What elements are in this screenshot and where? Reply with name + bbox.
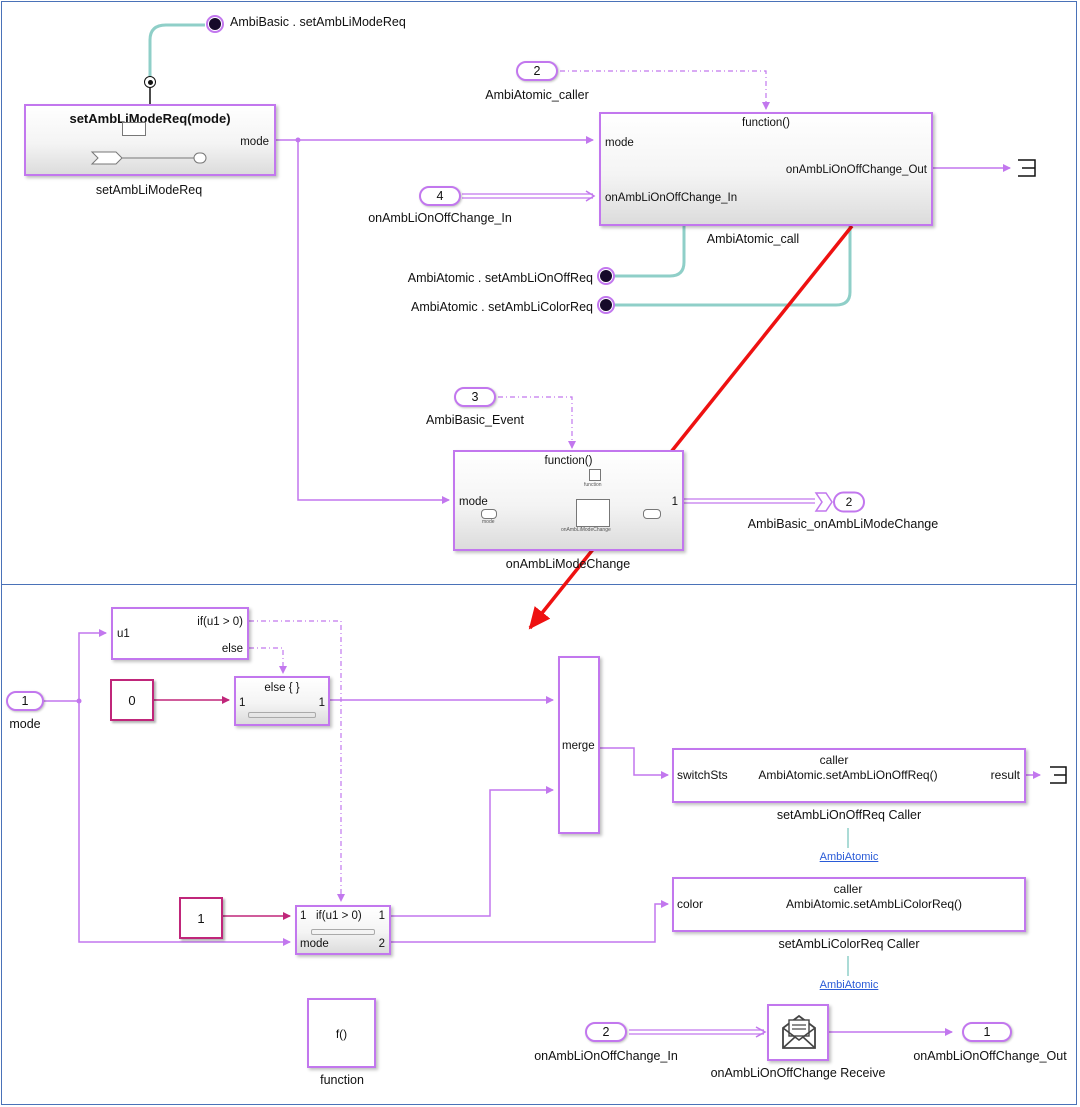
caller-onoff-title: caller <box>819 753 849 767</box>
merge-block[interactable]: merge <box>558 656 600 834</box>
caller-onoff-name: setAmbLiOnOffReq Caller <box>776 808 922 822</box>
server-port-icon <box>144 76 156 88</box>
constant-1[interactable]: 1 <box>179 897 223 939</box>
inner-outport-icon <box>643 509 661 519</box>
outport-onoff-label: onAmbLiOnOffChange_Out <box>913 1049 1067 1063</box>
function-block-text: f() <box>335 1027 348 1041</box>
atomic-port-out: onAmbLiOnOffChange_Out <box>785 164 927 176</box>
else-port-in: 1 <box>239 697 246 709</box>
function-signature: setAmbLiModeReq(mode) <box>69 111 231 126</box>
inner-block-label: onAmbLiModeChange <box>561 527 611 533</box>
inner-inport-label: mode <box>482 519 495 525</box>
caller-onoff-port-in: switchSts <box>677 768 728 782</box>
mode-change-subsystem-block[interactable]: function() mode 1 function mode onAmbLiM… <box>453 450 684 551</box>
terminator-icon-bottom <box>1050 766 1067 784</box>
if-sub-port-in1: 1 <box>300 910 307 922</box>
bottom-diagram-panel <box>1 584 1077 1105</box>
caller-color-block[interactable]: caller AmbiAtomic.setAmbLiColorReq() col… <box>672 877 1026 932</box>
conn-line-color <box>612 226 852 307</box>
red-annotation-arrow <box>528 224 854 630</box>
atomic-port-mode: mode <box>605 137 634 149</box>
atomic-title: function() <box>742 117 790 129</box>
terminator-icon-top <box>1018 159 1036 177</box>
mode-change-port-mode: mode <box>459 496 488 508</box>
if-sub-inner-line <box>311 929 375 935</box>
receive-block[interactable] <box>767 1004 829 1061</box>
receive-block-name: onAmbLiOnOffChange Receive <box>710 1066 886 1080</box>
if-action-subsystem[interactable]: if(u1 > 0) 1 mode 1 2 <box>295 905 391 955</box>
caller-color-port-in: color <box>677 897 704 911</box>
inner-trigger-label: function <box>584 482 602 488</box>
outport-onoff[interactable]: 1 <box>962 1022 1012 1042</box>
inport-onoff-bottom-label: onAmbLiOnOffChange_In <box>534 1049 678 1063</box>
port-label-mode: mode <box>240 136 269 148</box>
caller-color-link[interactable]: AmbiAtomic <box>819 979 879 991</box>
if-port-u1: u1 <box>117 628 130 640</box>
if-block[interactable]: u1 if(u1 > 0) else <box>111 607 249 660</box>
block-name-setAmbLiModeReq: setAmbLiModeReq <box>95 183 203 197</box>
caller-onoff-port-out: result <box>990 768 1020 782</box>
conn-line-modereq <box>148 23 205 79</box>
inner-inport-icon <box>481 509 497 519</box>
client-port-icon-modereq <box>198 11 228 37</box>
caller-onoff-fn: AmbiAtomic.setAmbLiOnOffReq() <box>758 768 938 782</box>
mode-change-port-out: 1 <box>671 496 678 508</box>
block-name-mode-change: onAmbLiModeChange <box>505 557 631 571</box>
conn-label-modereq: AmbiBasic . setAmbLiModeReq <box>230 15 406 29</box>
if-port-else: else <box>221 643 243 655</box>
atomic-subsystem-block[interactable]: function() mode onAmbLiOnOffChange_In on… <box>599 112 933 226</box>
inport-event-label: AmbiBasic_Event <box>426 413 524 427</box>
trigger-icon <box>122 122 146 136</box>
trigger-event <box>498 396 576 449</box>
caller-color-fn: AmbiAtomic.setAmbLiColorReq() <box>785 897 963 911</box>
caller-color-title: caller <box>833 882 863 896</box>
else-inner-line <box>248 712 316 718</box>
else-port-out: 1 <box>318 697 325 709</box>
inner-trigger-icon <box>589 469 601 481</box>
conn-label-color: AmbiAtomic . setAmbLiColorReq <box>410 300 593 314</box>
caller-onoff-block[interactable]: caller AmbiAtomic.setAmbLiOnOffReq() swi… <box>672 748 1026 803</box>
wire-mode-branch <box>297 140 450 504</box>
constant-0[interactable]: 0 <box>110 679 154 721</box>
inport-onoff[interactable]: 4 <box>419 186 461 206</box>
outport-mode-change-label: AmbiBasic_onAmbLiModeChange <box>747 517 939 531</box>
mode-change-title: function() <box>544 455 593 467</box>
atomic-port-in: onAmbLiOnOffChange_In <box>605 192 738 204</box>
function-block[interactable]: f() <box>307 998 376 1068</box>
inport-onoff-label: onAmbLiOnOffChange_In <box>368 211 512 225</box>
client-port-icon-onoff <box>589 263 619 289</box>
conn-line-onoff <box>612 226 686 278</box>
merge-label: merge <box>562 740 595 752</box>
conn-label-onoff: AmbiAtomic . setAmbLiOnOffReq <box>407 271 593 285</box>
arg-flow-icon <box>90 151 207 165</box>
inport-onoff-bottom[interactable]: 2 <box>585 1022 627 1042</box>
inport-mode-label: mode <box>9 717 41 731</box>
else-title: else { } <box>264 682 300 694</box>
if-sub-title: if(u1 > 0) <box>316 910 362 922</box>
else-action-subsystem[interactable]: else { } 1 1 <box>234 676 330 726</box>
if-sub-port-in2: mode <box>300 938 329 950</box>
if-sub-port-out2: 2 <box>378 938 385 950</box>
inner-block <box>576 499 610 527</box>
if-sub-port-out1: 1 <box>378 910 385 922</box>
simulink-function-block[interactable]: setAmbLiModeReq(mode) mode <box>24 104 276 176</box>
trigger-caller <box>560 70 770 110</box>
envelope-icon <box>782 1014 816 1049</box>
function-block-name: function <box>320 1073 364 1087</box>
outport-mode-change-shape[interactable] <box>814 491 866 513</box>
block-name-atomic: AmbiAtomic_call <box>706 232 800 246</box>
inport-mode[interactable]: 1 <box>6 691 44 711</box>
outport-mode-change-num: 2 <box>845 495 853 509</box>
if-port-out1: if(u1 > 0) <box>197 616 243 628</box>
inport-caller[interactable]: 2 <box>516 61 558 81</box>
inport-caller-label: AmbiAtomic_caller <box>485 88 589 102</box>
client-port-icon-color <box>589 292 619 318</box>
caller-onoff-link[interactable]: AmbiAtomic <box>819 851 879 863</box>
inport-event[interactable]: 3 <box>454 387 496 407</box>
caller-color-name: setAmbLiColorReq Caller <box>778 937 920 951</box>
